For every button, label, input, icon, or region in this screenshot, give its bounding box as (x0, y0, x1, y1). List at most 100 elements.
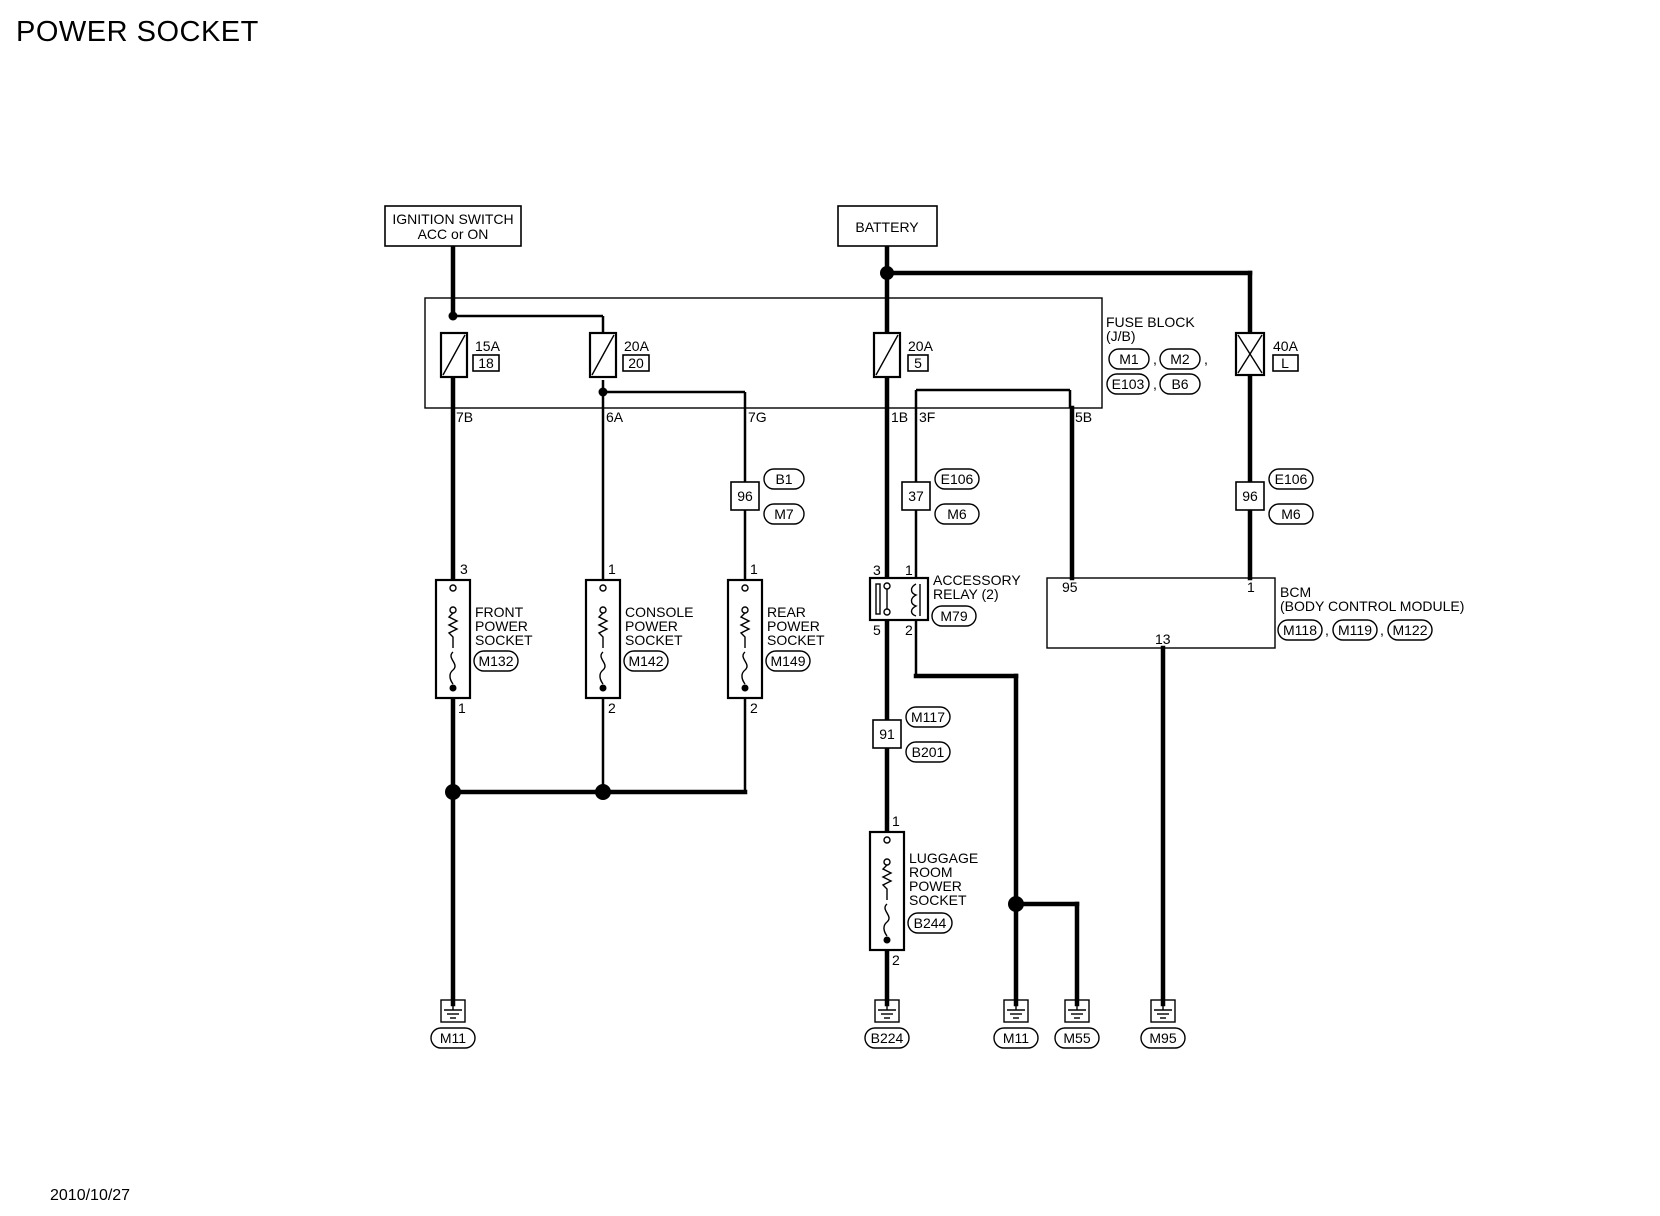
svg-text:POWER: POWER (767, 618, 820, 634)
svg-text:REAR: REAR (767, 604, 806, 620)
svg-text:M1: M1 (1119, 351, 1139, 367)
ground-m11-front: M11 (430, 999, 476, 1049)
bcm-module: 95 1 13 BCM (BODY CONTROL MODULE) M118 ,… (1046, 577, 1464, 649)
svg-text:SOCKET: SOCKET (475, 632, 533, 648)
junction-91-m117: 91 M117 B201 (872, 706, 951, 763)
fuse-block-sublabel: (J/B) (1106, 328, 1136, 344)
svg-text:,: , (1325, 622, 1329, 638)
svg-text:M6: M6 (947, 506, 967, 522)
pin-label: 3 (460, 561, 468, 577)
wires (450, 243, 1253, 1007)
svg-text:E106: E106 (941, 471, 974, 487)
svg-text:RELAY (2): RELAY (2) (933, 586, 999, 602)
pin-label: 1 (1247, 579, 1255, 595)
junction-96-e106: 96 E106 M6 (1235, 468, 1314, 525)
svg-text:M149: M149 (770, 653, 805, 669)
svg-text:SOCKET: SOCKET (767, 632, 825, 648)
ground-m11-relay: M11 (993, 999, 1039, 1049)
svg-text:,: , (1204, 351, 1208, 367)
svg-text:96: 96 (1242, 488, 1258, 504)
connector-oval: M2 (1159, 348, 1201, 370)
svg-text:,: , (1153, 351, 1157, 367)
pin-label: 2 (892, 952, 900, 968)
ignition-switch-box: IGNITION SWITCH ACC or ON (384, 205, 522, 247)
svg-text:B1: B1 (775, 471, 792, 487)
svg-text:M142: M142 (628, 653, 663, 669)
junction-96-b1: 96 B1 M7 (730, 468, 805, 525)
accessory-relay: 3 1 5 2 ACCESSORY RELAY (2) M79 (868, 562, 1021, 638)
svg-text:SOCKET: SOCKET (625, 632, 683, 648)
fusible-link-40a: 40A L (1234, 331, 1299, 377)
svg-text:20A: 20A (908, 338, 934, 354)
connector-oval: M1 (1108, 348, 1150, 370)
ground-b224: B224 (864, 999, 910, 1049)
splice-points (445, 266, 1024, 912)
battery-box: BATTERY (837, 205, 938, 247)
ground-m95: M95 (1140, 999, 1186, 1049)
svg-text:E106: E106 (1275, 471, 1308, 487)
console-power-socket: 1 2 CONSOLE POWER SOCKET M142 (584, 561, 693, 716)
svg-text:B6: B6 (1171, 376, 1188, 392)
terminal-label: 7G (748, 409, 767, 425)
svg-text:M132: M132 (478, 653, 513, 669)
svg-text:M119: M119 (1338, 622, 1372, 638)
svg-text:ROOM: ROOM (909, 864, 953, 880)
pin-label: 1 (892, 813, 900, 829)
svg-text:M95: M95 (1149, 1030, 1176, 1046)
svg-text:M6: M6 (1281, 506, 1301, 522)
svg-text:IGNITION SWITCH: IGNITION SWITCH (392, 211, 513, 227)
svg-text:,: , (1380, 622, 1384, 638)
luggage-room-power-socket: 1 2 LUGGAGE ROOM POWER SOCKET B244 (868, 813, 978, 968)
svg-text:CONSOLE: CONSOLE (625, 604, 693, 620)
svg-text:20A: 20A (624, 338, 650, 354)
page-title: POWER SOCKET (16, 16, 259, 48)
svg-text:91: 91 (879, 726, 895, 742)
fuse-20a-5: 20A 5 (872, 331, 934, 379)
rear-power-socket: 1 2 REAR POWER SOCKET M149 (726, 561, 825, 716)
svg-text:B201: B201 (912, 744, 945, 760)
connector-oval: B6 (1159, 373, 1201, 395)
pin-label: 1 (458, 700, 466, 716)
pin-label: 1 (905, 562, 913, 578)
ground-m55: M55 (1054, 999, 1100, 1049)
svg-text:POWER: POWER (625, 618, 678, 634)
svg-text:M55: M55 (1063, 1030, 1090, 1046)
front-power-socket: 3 1 FRONT POWER SOCKET M132 (434, 561, 533, 716)
fuse-block: FUSE BLOCK (J/B) M1 , M2 , E103 , B6 15A… (424, 297, 1299, 425)
svg-text:POWER: POWER (909, 878, 962, 894)
svg-text:SOCKET: SOCKET (909, 892, 967, 908)
svg-text:20: 20 (628, 355, 644, 371)
svg-text:BCM: BCM (1280, 584, 1311, 600)
terminal-label: 1B (891, 409, 908, 425)
pin-label: 1 (608, 561, 616, 577)
svg-text:E103: E103 (1112, 376, 1145, 392)
svg-text:M118: M118 (1283, 622, 1317, 638)
pin-label: 95 (1062, 579, 1078, 595)
svg-text:ACC or ON: ACC or ON (418, 226, 489, 242)
pin-label: 3 (873, 562, 881, 578)
svg-text:5: 5 (914, 355, 922, 371)
diagram-date: 2010/10/27 (50, 1187, 130, 1204)
svg-text:BATTERY: BATTERY (855, 219, 919, 235)
svg-text:18: 18 (478, 355, 494, 371)
svg-text:M11: M11 (1003, 1030, 1029, 1046)
fuse-20a-20: 20A 20 (588, 331, 650, 379)
svg-text:,: , (1153, 376, 1157, 392)
svg-text:ACCESSORY: ACCESSORY (933, 572, 1021, 588)
svg-text:LUGGAGE: LUGGAGE (909, 850, 978, 866)
svg-text:M11: M11 (440, 1030, 466, 1046)
svg-text:B224: B224 (871, 1030, 904, 1046)
pin-label: 2 (608, 700, 616, 716)
svg-text:FRONT: FRONT (475, 604, 524, 620)
fuse-15a: 15A 18 (439, 331, 501, 379)
terminal-label: 7B (456, 409, 473, 425)
svg-text:L: L (1281, 355, 1289, 371)
svg-text:POWER: POWER (475, 618, 528, 634)
pin-label: 5 (873, 622, 881, 638)
svg-text:M2: M2 (1170, 351, 1190, 367)
svg-text:M122: M122 (1392, 622, 1427, 638)
svg-text:37: 37 (908, 488, 924, 504)
svg-text:M117: M117 (911, 709, 945, 725)
terminal-label: 6A (606, 409, 624, 425)
